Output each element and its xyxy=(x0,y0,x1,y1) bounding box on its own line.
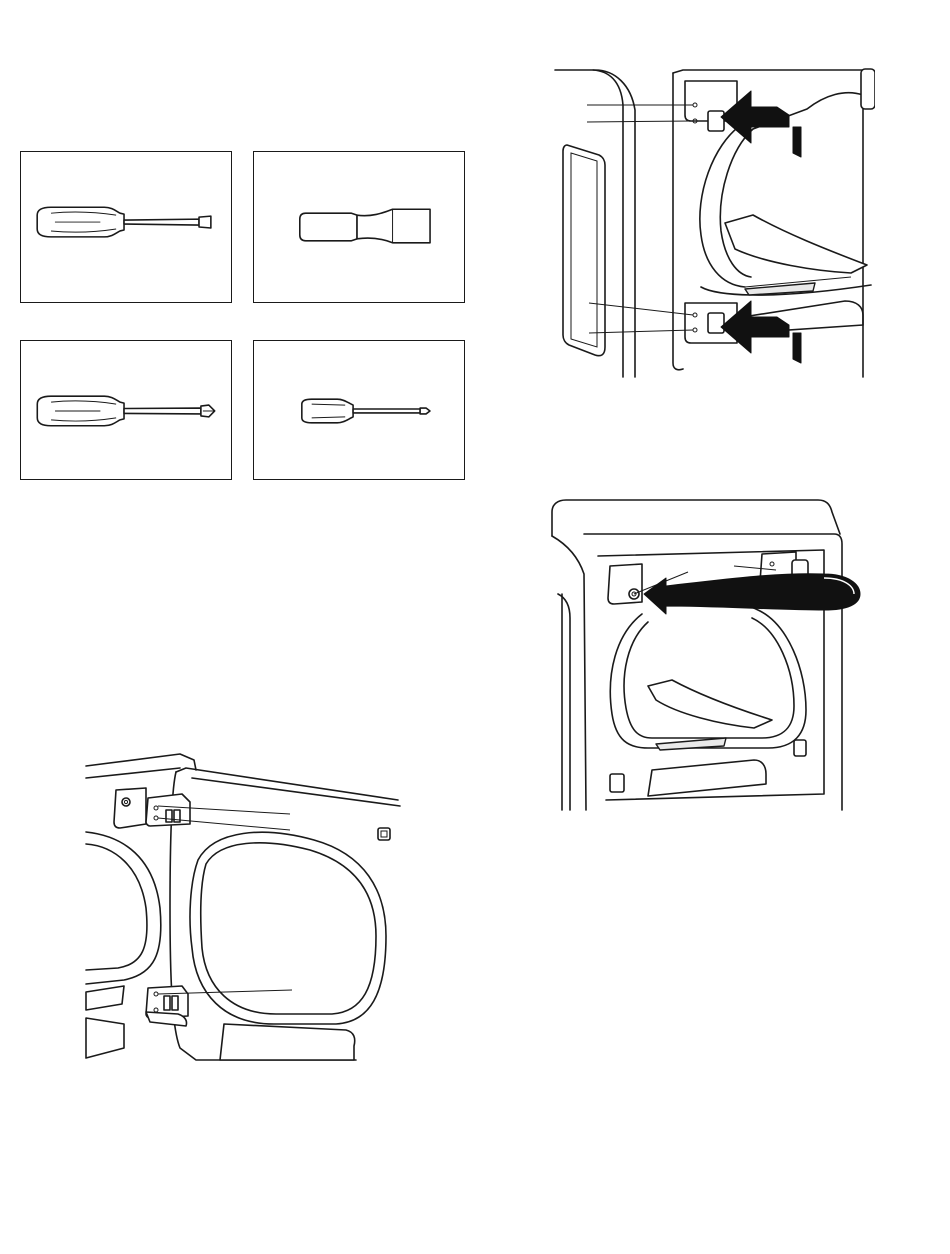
putty-knife-icon xyxy=(254,152,464,302)
tool-box-flat-screwdriver xyxy=(20,151,232,303)
tool-box-phillips-screwdriver xyxy=(20,340,232,480)
figure-remove-hole-plugs xyxy=(545,65,875,380)
flat-screwdriver-icon xyxy=(21,152,231,302)
dryer-plug-transfer-icon xyxy=(548,494,868,812)
tool-box-putty-knife xyxy=(253,151,465,303)
phillips-screwdriver-icon xyxy=(21,341,231,479)
figure-move-hole-plug xyxy=(548,494,868,812)
tool-box-small-phillips-screwdriver xyxy=(253,340,465,480)
small-phillips-screwdriver-icon xyxy=(254,341,464,479)
dryer-hinge-plugs-icon xyxy=(545,65,875,380)
figure-remove-door-hinges xyxy=(84,748,404,1066)
dryer-door-hinge-icon xyxy=(84,748,404,1066)
